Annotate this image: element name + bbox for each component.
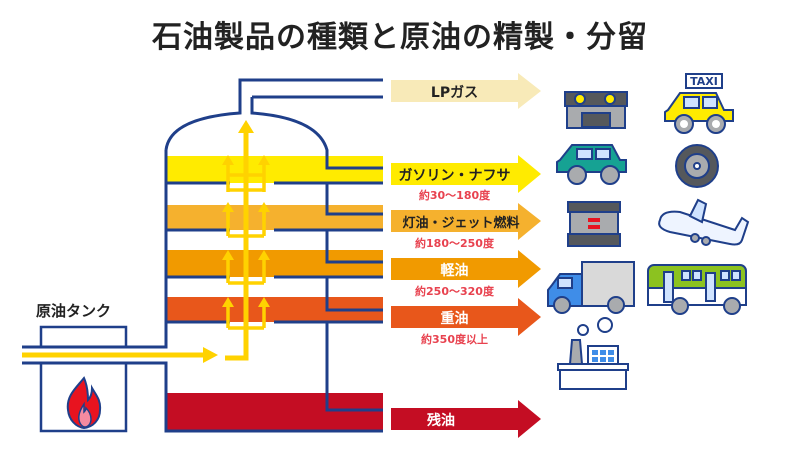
label-lpgas: LPガス bbox=[430, 85, 479, 101]
taxi-icon bbox=[664, 73, 734, 134]
car-icon bbox=[556, 144, 627, 185]
taxi-sign: TAXI bbox=[690, 75, 718, 88]
tire-icon bbox=[675, 144, 719, 188]
temp-heavy: 約350度以上 bbox=[421, 333, 488, 346]
label-gasoline: ガソリン・ナフサ bbox=[398, 168, 511, 184]
arrow-kerosene bbox=[391, 203, 541, 240]
flame-icon bbox=[66, 376, 102, 430]
factory-icon bbox=[557, 317, 629, 390]
arrow-gasoline bbox=[391, 155, 541, 193]
bus-icon bbox=[647, 264, 747, 315]
crude-flow bbox=[22, 128, 249, 361]
output-arrows bbox=[391, 73, 541, 438]
band-kerosene bbox=[167, 205, 383, 230]
temp-kerosene: 約180〜250度 bbox=[415, 237, 494, 250]
temp-gasoline: 約30〜180度 bbox=[418, 189, 491, 202]
arrow-heavy bbox=[391, 298, 541, 336]
arrow-diesel bbox=[391, 250, 541, 288]
label-diesel: 軽油 bbox=[440, 263, 469, 279]
crude-flow-arrowhead bbox=[203, 347, 218, 363]
truck-icon bbox=[547, 261, 635, 314]
airplane-icon bbox=[658, 198, 750, 246]
label-kerosene: 灯油・ジェット燃料 bbox=[402, 216, 520, 231]
column-outline bbox=[22, 78, 383, 433]
gas-stove-icon bbox=[564, 91, 628, 129]
diagram-title: 石油製品の種類と原油の精製・分留 bbox=[152, 20, 648, 55]
heater-icon bbox=[567, 201, 621, 247]
crude-tank-label: 原油タンク bbox=[36, 302, 112, 320]
label-residue: 残油 bbox=[427, 413, 455, 429]
arrow-lpgas bbox=[391, 73, 541, 109]
crude-tank bbox=[39, 325, 128, 433]
vapor-arrowheads bbox=[222, 155, 270, 307]
vapor-top-arrowhead bbox=[238, 120, 254, 133]
temp-diesel: 約250〜320度 bbox=[415, 285, 494, 298]
label-heavy: 重油 bbox=[440, 311, 469, 327]
arrow-residue bbox=[391, 400, 541, 438]
vapor-branches bbox=[226, 163, 266, 330]
